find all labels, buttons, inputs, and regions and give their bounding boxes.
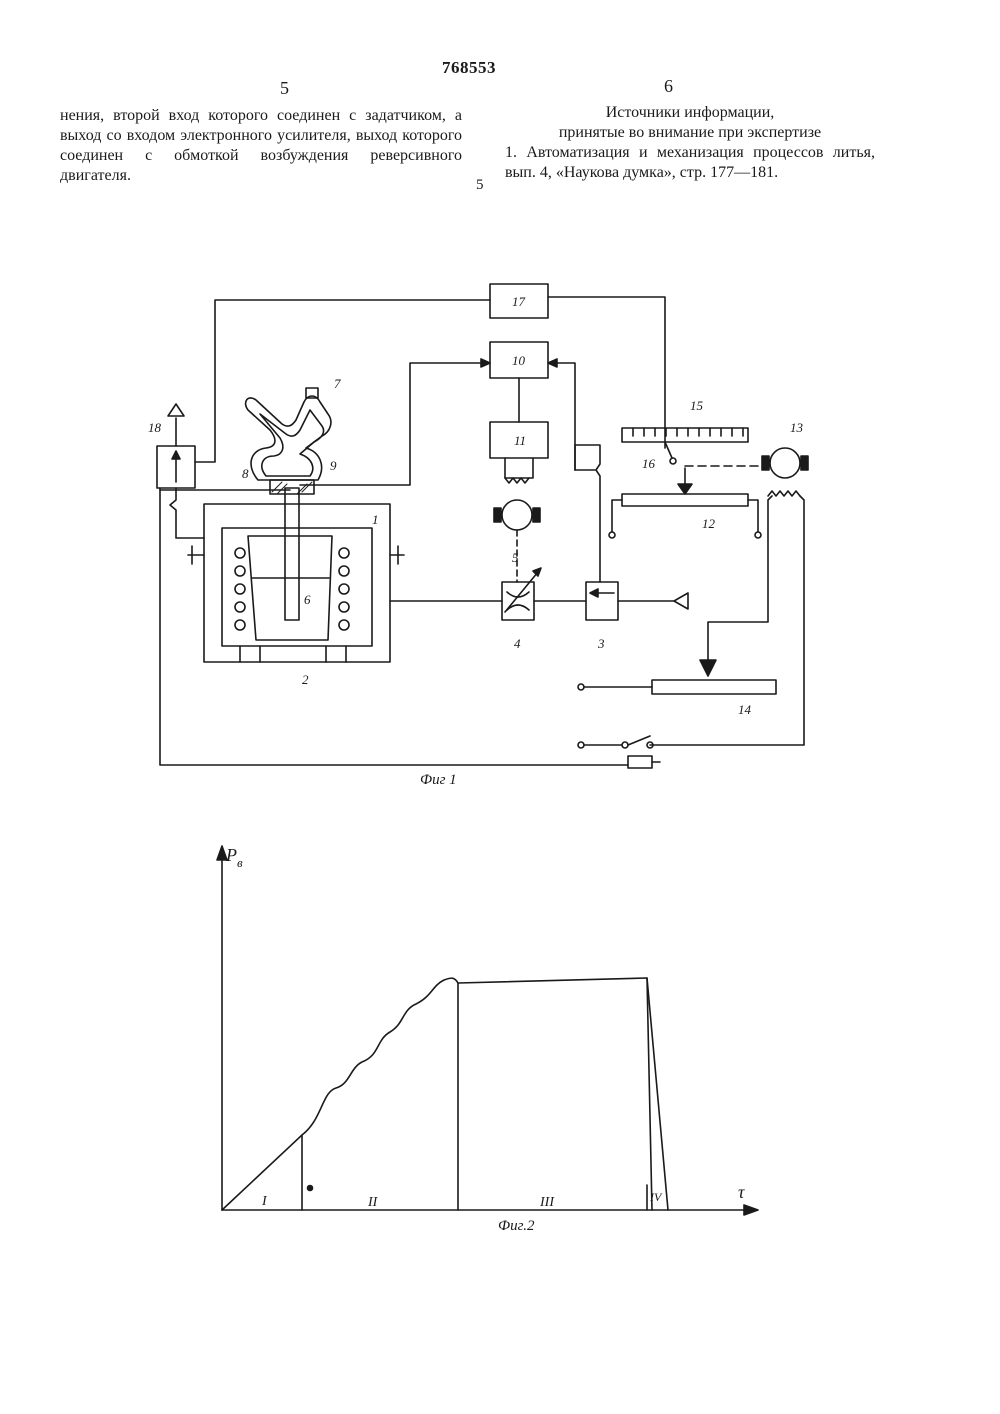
fig2-caption: Фиг.2 (498, 1218, 535, 1234)
stage-label-2: II (367, 1195, 379, 1210)
pressure-curve-rise (222, 978, 458, 1210)
marker-dot (308, 1186, 313, 1191)
y-axis-label: Pв (225, 845, 243, 870)
pressure-curve-hold (458, 978, 668, 1210)
stage-label-3: III (539, 1195, 555, 1210)
stage-label-4: IV (649, 1190, 663, 1204)
x-axis-arrow (744, 1205, 758, 1215)
x-axis-label: τ (738, 1182, 745, 1202)
stage-label-1: I (261, 1194, 268, 1209)
